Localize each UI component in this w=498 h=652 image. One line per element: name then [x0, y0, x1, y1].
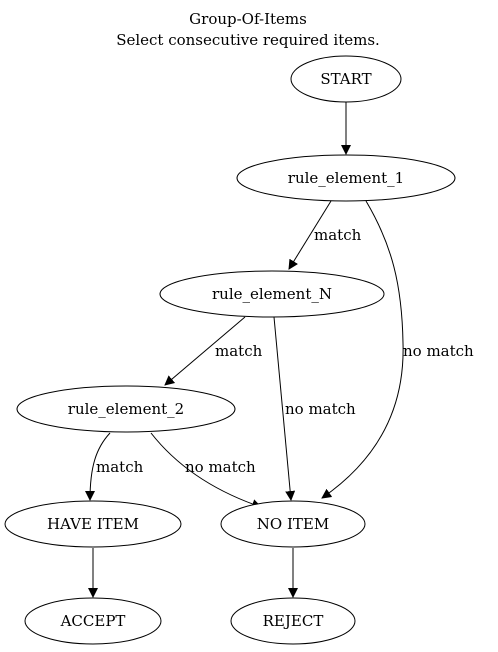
node-accept: ACCEPT — [24, 597, 162, 645]
node-rule-element-2-label: rule_element_2 — [68, 400, 184, 418]
node-accept-label: ACCEPT — [60, 612, 126, 630]
edge-label-r1-to-rn: match — [314, 226, 362, 244]
node-reject-label: REJECT — [263, 612, 324, 630]
node-rule-element-2: rule_element_2 — [16, 385, 236, 433]
node-have-item: HAVE ITEM — [4, 500, 182, 548]
diagram-subtitle: Select consecutive required items. — [116, 31, 380, 49]
node-have-item-label: HAVE ITEM — [47, 515, 139, 533]
edge-rule-element-2-to-no-item — [150, 432, 262, 509]
nodes: START rule_element_1 rule_element_N rule… — [4, 55, 456, 645]
edge-rule-element-2-to-have-item — [85, 432, 111, 501]
node-rule-element-n: rule_element_N — [159, 270, 385, 318]
edge-label-r1-to-noitem: no match — [403, 342, 474, 360]
edge-label-r2-to-noitem: no match — [185, 458, 256, 476]
edge-label-rn-to-noitem: no match — [285, 400, 356, 418]
edge-rule-element-n-to-no-item — [273, 316, 296, 501]
edge-rule-element-1-to-no-item — [321, 200, 404, 499]
node-rule-element-1: rule_element_1 — [236, 154, 456, 202]
node-no-item-label: NO ITEM — [257, 515, 329, 533]
diagram-title: Group-Of-Items — [189, 10, 307, 28]
node-rule-element-n-label: rule_element_N — [212, 285, 332, 303]
edge-label-rn-to-r2: match — [215, 342, 263, 360]
node-reject: REJECT — [230, 597, 356, 645]
edge-rule-element-n-to-rule-element-2 — [164, 316, 246, 386]
node-rule-element-1-label: rule_element_1 — [288, 169, 404, 187]
edge-label-r2-to-haveitem: match — [96, 458, 144, 476]
node-start: START — [290, 55, 402, 103]
edge-rule-element-1-to-rule-element-n — [288, 200, 332, 270]
edges: match no match match no match match no m… — [85, 102, 474, 598]
node-no-item: NO ITEM — [220, 500, 366, 548]
node-start-label: START — [320, 70, 371, 88]
